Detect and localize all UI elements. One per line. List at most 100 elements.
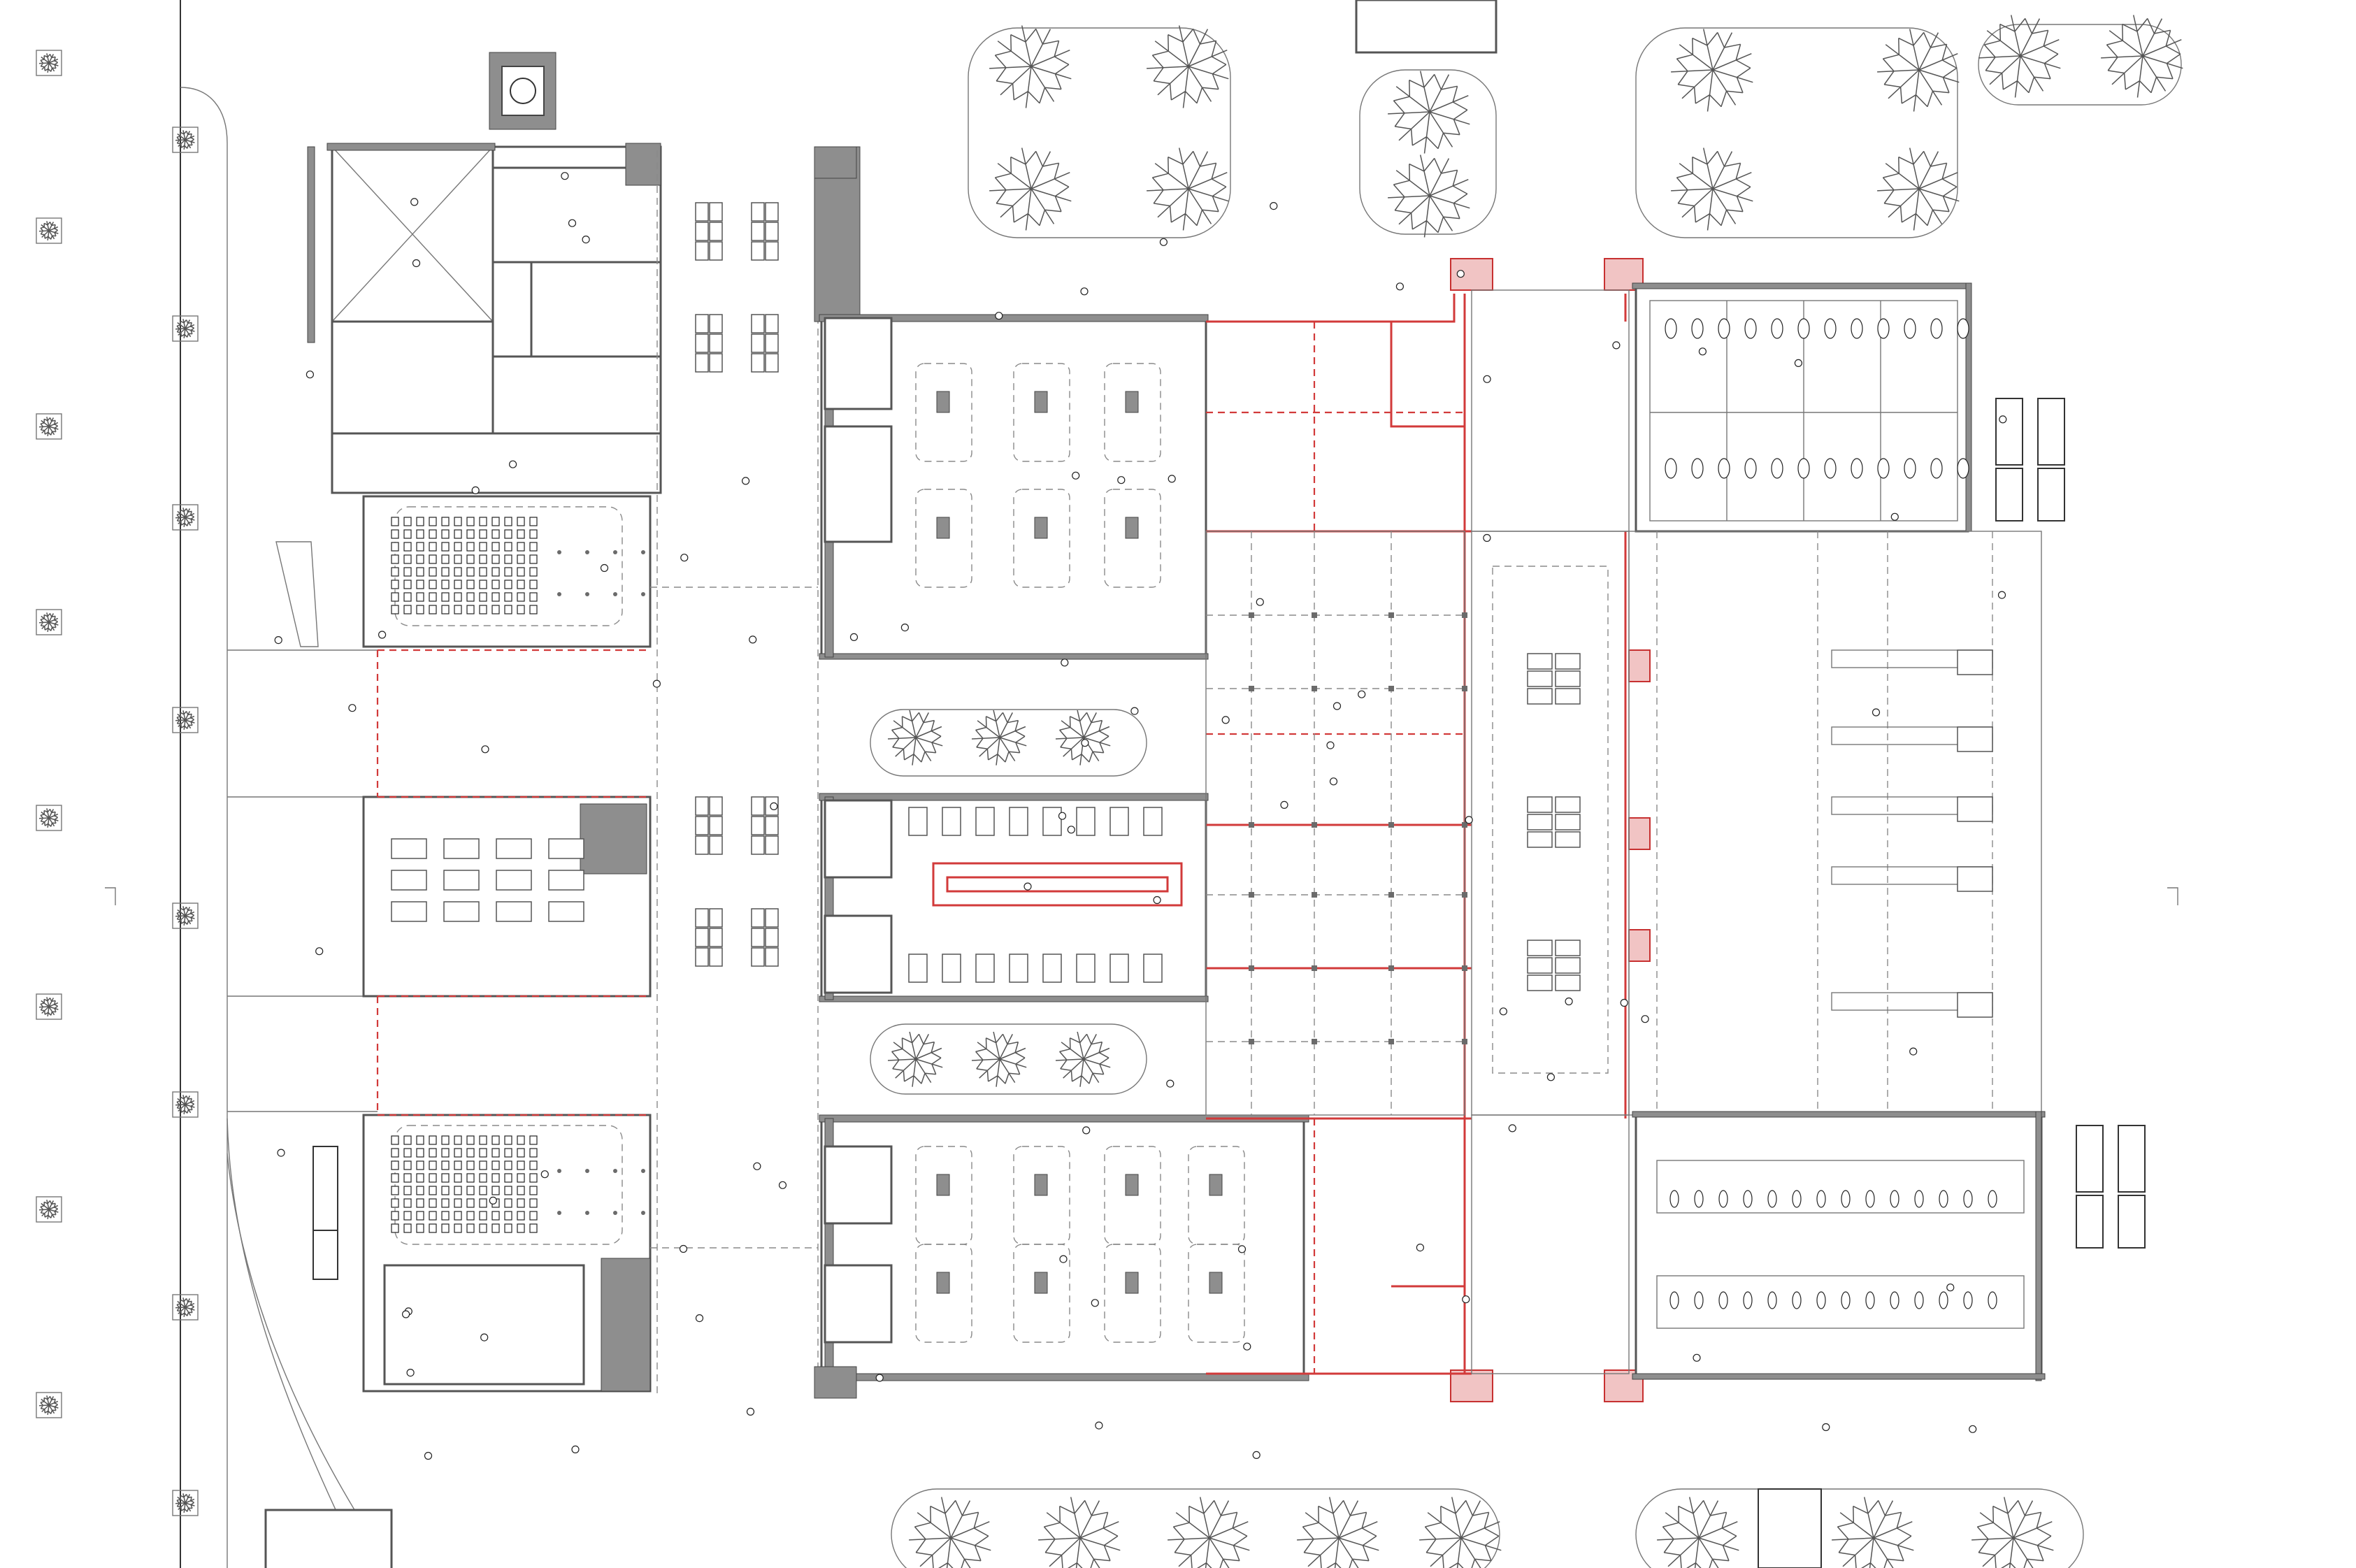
tree xyxy=(1832,1497,1914,1568)
person xyxy=(561,172,569,180)
vehicle xyxy=(2118,1125,2146,1193)
column xyxy=(641,1169,645,1173)
table xyxy=(1009,807,1028,836)
person xyxy=(406,1368,415,1377)
street-tree xyxy=(172,1490,199,1516)
market-tables xyxy=(1527,653,1581,991)
stall-counter xyxy=(936,1272,950,1294)
tree xyxy=(38,997,59,1016)
column xyxy=(1249,686,1254,691)
seat xyxy=(529,1223,538,1233)
bottom-planter-1 xyxy=(891,1488,1500,1568)
stall-box xyxy=(1957,726,1993,752)
animal xyxy=(1930,458,1943,479)
tree xyxy=(175,319,195,338)
person xyxy=(1358,690,1366,698)
planter-trees xyxy=(887,710,1111,1087)
auditorium-seating xyxy=(391,517,645,1233)
column xyxy=(1249,892,1254,898)
seat xyxy=(504,567,512,577)
person xyxy=(1909,1047,1918,1056)
animal xyxy=(1865,1190,1875,1208)
seat xyxy=(491,1186,500,1195)
seat xyxy=(391,1173,399,1183)
seat xyxy=(391,1186,399,1195)
animal xyxy=(1743,1291,1753,1309)
person xyxy=(508,460,517,468)
seat xyxy=(454,1211,462,1221)
stall xyxy=(915,1146,972,1245)
seat xyxy=(416,1211,424,1221)
column xyxy=(1462,686,1467,691)
workstation xyxy=(443,901,480,922)
column xyxy=(1249,612,1254,618)
tree xyxy=(1147,25,1229,108)
seat xyxy=(403,567,412,577)
seat xyxy=(429,517,437,526)
seat xyxy=(454,605,462,614)
animal xyxy=(1957,318,1969,339)
seat xyxy=(429,1198,437,1208)
seat xyxy=(429,1186,437,1195)
animal xyxy=(1914,1291,1924,1309)
column xyxy=(557,1211,561,1215)
column xyxy=(641,592,645,596)
column xyxy=(585,592,589,596)
street-tree xyxy=(172,1294,199,1321)
table xyxy=(908,807,928,836)
seat xyxy=(529,592,538,602)
seat xyxy=(466,592,475,602)
column xyxy=(1388,892,1394,898)
person xyxy=(1794,359,1802,368)
workstation xyxy=(496,870,532,891)
middle-strip xyxy=(1471,289,1630,1374)
person xyxy=(1117,476,1126,484)
seat xyxy=(416,592,424,602)
seat xyxy=(403,1223,412,1233)
seat xyxy=(454,580,462,589)
vehicle-trailer xyxy=(1995,468,2023,522)
seat xyxy=(441,517,450,526)
seat xyxy=(391,554,399,564)
person xyxy=(741,477,750,485)
column xyxy=(557,1169,561,1173)
person xyxy=(875,1374,884,1382)
red-counter xyxy=(932,862,1183,907)
tree xyxy=(175,1297,195,1317)
person xyxy=(1221,716,1230,724)
seat xyxy=(504,1211,512,1221)
person xyxy=(1130,707,1139,715)
seat xyxy=(416,517,424,526)
table xyxy=(1555,670,1581,687)
animal xyxy=(1771,318,1783,339)
top-building xyxy=(1355,0,1497,54)
seat xyxy=(529,554,538,564)
seat xyxy=(466,517,475,526)
table xyxy=(1009,954,1028,983)
seat xyxy=(403,605,412,614)
person xyxy=(1326,741,1335,749)
seat xyxy=(529,1148,538,1158)
person xyxy=(900,623,910,632)
animal xyxy=(1792,1190,1802,1208)
market-table xyxy=(751,202,779,261)
tree xyxy=(1297,1497,1379,1568)
person xyxy=(489,1196,497,1205)
animal xyxy=(1718,458,1730,479)
person xyxy=(424,1451,433,1460)
east-block xyxy=(1628,282,2046,1381)
seat xyxy=(491,580,500,589)
person xyxy=(1508,1124,1516,1132)
person xyxy=(746,1407,755,1416)
left-wing-north xyxy=(307,52,662,494)
seat xyxy=(441,1198,450,1208)
tree xyxy=(175,1095,195,1114)
stall-counter xyxy=(1125,1272,1139,1294)
seat xyxy=(466,529,475,539)
column xyxy=(1388,822,1394,828)
seat xyxy=(441,567,450,577)
person xyxy=(1095,1421,1103,1430)
stall xyxy=(1013,489,1070,588)
seat xyxy=(416,1148,424,1158)
tree xyxy=(175,130,195,150)
